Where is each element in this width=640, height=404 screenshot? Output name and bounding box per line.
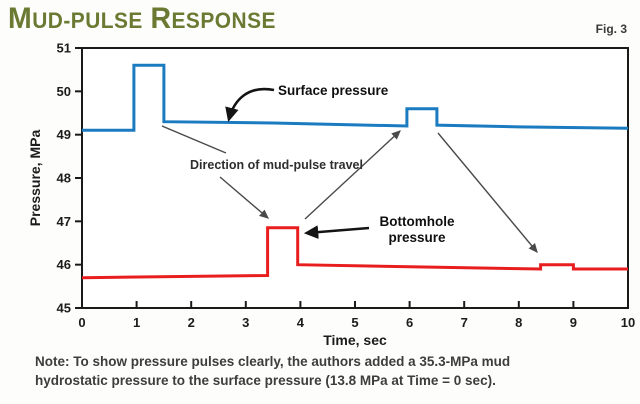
title-smallcaps-1: UD-PULSE — [32, 8, 143, 33]
pulse-travel-line-1 — [161, 125, 227, 154]
series-layer — [81, 63, 629, 280]
bottomhole-pressure-label-line2: pressure — [388, 230, 446, 245]
x-tick-label: 6 — [406, 315, 413, 330]
y-axis-title: Pressure, MPa — [27, 130, 43, 227]
y-tick-label: 49 — [57, 127, 71, 142]
note-line-2: hydrostatic pressure to the surface pres… — [35, 373, 496, 388]
x-tick-label: 1 — [133, 315, 140, 330]
y-tick-label: 50 — [57, 84, 71, 99]
x-tick-label: 4 — [297, 315, 305, 330]
series-bottomhole-pressure — [81, 226, 628, 280]
x-tick-label: 7 — [461, 315, 468, 330]
y-tick-label: 48 — [57, 171, 71, 186]
figure-note: Note: To show pressure pulses clearly, t… — [35, 352, 625, 390]
note-line-1: Note: To show pressure pulses clearly, t… — [35, 354, 511, 369]
title-initial-2: R — [150, 2, 172, 35]
x-tick-label: 3 — [242, 315, 249, 330]
page-title: MUD-PULSE RESPONSE — [8, 2, 276, 38]
series-surface-pressure — [82, 63, 629, 132]
direction-label: Direction of mud-pulse travel — [190, 158, 363, 172]
x-tick-label: 2 — [188, 315, 195, 330]
bottomhole-pressure-label-line1: Bottomhole — [380, 214, 455, 229]
x-tick-label: 9 — [570, 315, 577, 330]
y-tick-label: 46 — [57, 257, 71, 272]
x-tick-label: 5 — [351, 315, 358, 330]
x-tick-label: 8 — [515, 315, 522, 330]
x-tick-label: 0 — [78, 315, 85, 330]
x-axis-title: Time, sec — [323, 332, 387, 348]
figure-number: Fig. 3 — [595, 22, 627, 36]
surface-pressure-arrow — [225, 87, 275, 123]
surface-pressure-label: Surface pressure — [278, 83, 389, 98]
title-initial-1: M — [8, 2, 33, 35]
x-tick-label: 10 — [621, 315, 635, 330]
title-smallcaps-2: ESPONSE — [171, 8, 276, 33]
pulse-travel-arrow-down — [219, 176, 269, 219]
pulse-travel-arrow-up — [304, 130, 401, 220]
bottomhole-pressure-arrow — [303, 225, 370, 239]
annotation-arrows — [161, 87, 538, 253]
y-tick-label: 45 — [57, 301, 71, 316]
y-tick-label: 51 — [57, 41, 71, 56]
pulse-travel-arrow-down-2 — [437, 132, 538, 253]
y-tick-label: 47 — [57, 214, 71, 229]
